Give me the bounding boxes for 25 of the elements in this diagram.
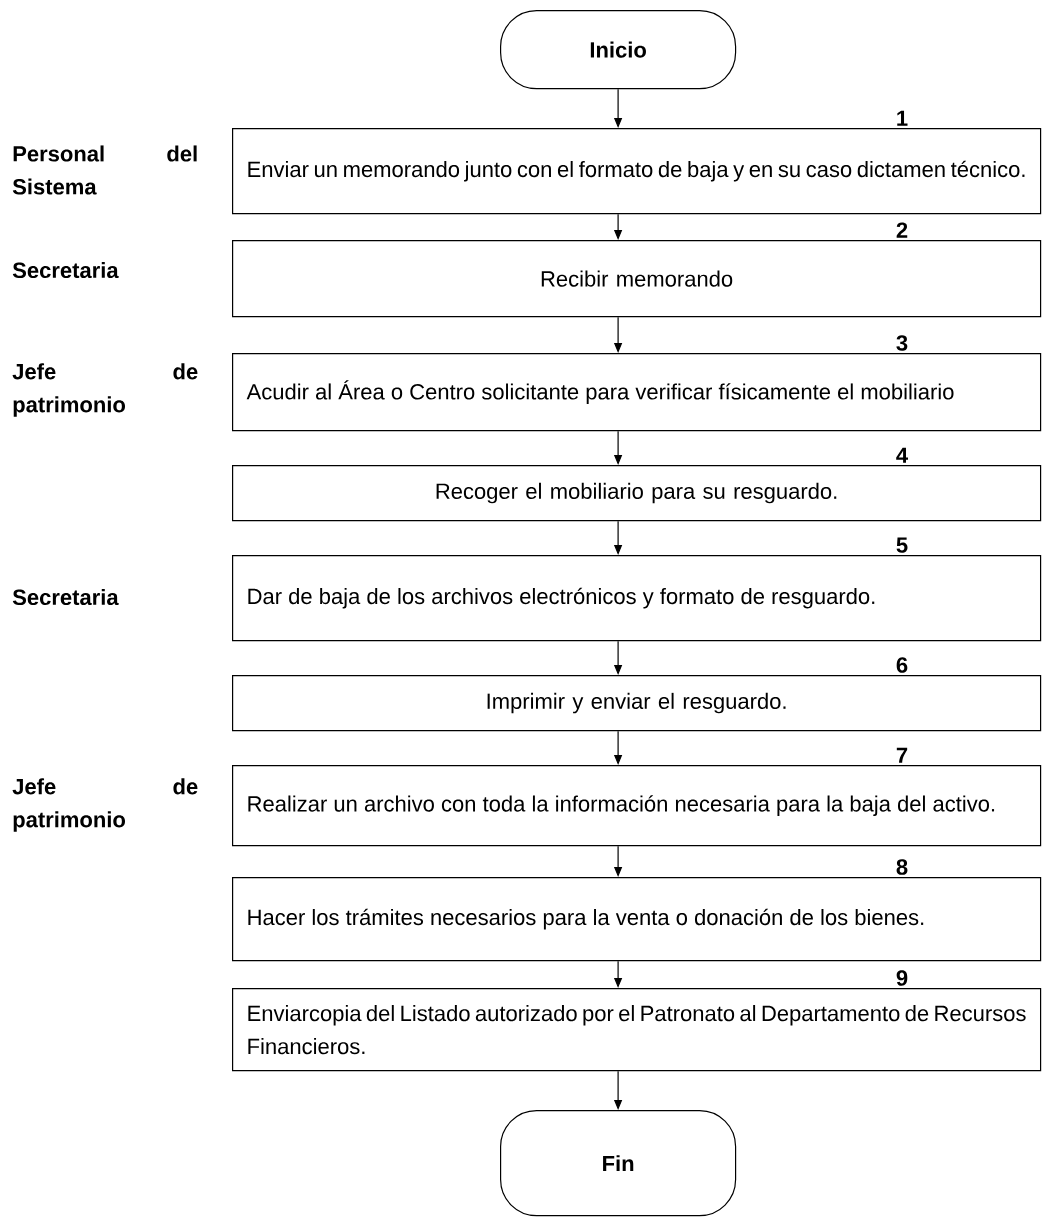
lane-label: Secretaria (12, 588, 119, 606)
lane-label: Secretaria (12, 261, 119, 279)
step-number: 7 (896, 747, 908, 763)
step-number: 8 (896, 859, 908, 875)
step-number: 2 (896, 222, 908, 238)
lane-label: Personal del Sistema (12, 145, 197, 195)
step-number: 4 (896, 447, 908, 463)
process-box: Acudir al Área o Centro solicitante para verificar físicamente el mobiliario (232, 353, 1042, 432)
process-box: Imprimir y enviar el resguardo. (232, 675, 1042, 732)
process-box: Enviarcopia del Listado autorizado por el Patronato al Departamento de Recursos Financieros. (232, 988, 1042, 1072)
process-box: Recibir memorando (232, 240, 1042, 318)
step-number: 9 (896, 970, 908, 986)
step-number: 6 (896, 657, 908, 673)
process-box: Recoger el mobiliario para su resguardo. (232, 465, 1042, 522)
process-box: Dar de baja de los archivos electrónicos y formato de resguardo. (232, 555, 1042, 642)
step-number: 5 (896, 537, 908, 553)
terminator: Inicio (500, 10, 737, 90)
process-box: Realizar un archivo con toda la información necesaria para la baja del activo. (232, 765, 1042, 847)
terminator: Fin (500, 1110, 737, 1217)
lane-label: Jefe de patrimonio (12, 778, 198, 832)
lane-label: Jefe de patrimonio (12, 363, 198, 417)
process-box: Enviar un memorando junto con el formato de baja y en su caso dictamen técnico. (232, 128, 1042, 215)
step-number: 1 (897, 110, 908, 126)
process-box: Hacer los trámites necesarios para la venta o donación de los bienes. (232, 877, 1042, 962)
step-number: 3 (896, 335, 908, 351)
